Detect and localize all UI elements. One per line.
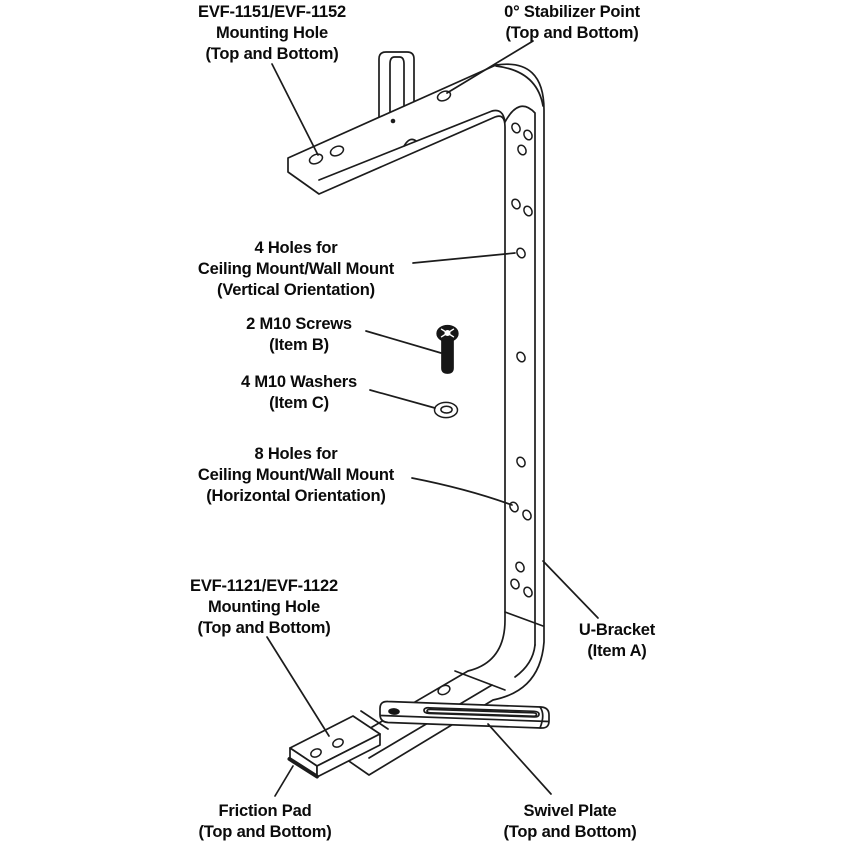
label-line: (Item B): [269, 336, 329, 354]
label-line: (Top and Bottom): [503, 823, 637, 841]
leader-holes-horizontal: [411, 477, 513, 506]
label-line: 4 M10 Washers: [240, 373, 358, 391]
label-u-bracket: U-Bracket (Item A): [579, 620, 655, 662]
label-line: Friction Pad: [218, 802, 312, 820]
leader-washers: [369, 389, 436, 409]
leader-holes-vertical: [412, 252, 516, 264]
washer-icon: [433, 401, 459, 419]
label-line: U-Bracket: [578, 621, 656, 639]
label-line: Swivel Plate: [523, 802, 617, 820]
label-line: (Top and Bottom): [205, 45, 339, 63]
label-m10-screws: 2 M10 Screws (Item B): [246, 314, 352, 356]
label-friction-pad: Friction Pad (Top and Bottom): [198, 801, 331, 841]
label-line: EVF-1151/EVF-1152: [198, 3, 346, 21]
label-line: (Top and Bottom): [197, 619, 331, 637]
leader-evf1151: [271, 63, 319, 156]
label-line: (Vertical Orientation): [217, 281, 375, 299]
label-line: 0° Stabilizer Point: [504, 3, 640, 21]
label-line: (Top and Bottom): [198, 823, 332, 841]
leader-stabilizer: [446, 40, 534, 94]
swivel-pivot-hole: [388, 708, 400, 715]
swivel-plate: [379, 700, 550, 729]
label-line: (Top and Bottom): [505, 24, 639, 42]
leader-lines: [266, 40, 599, 797]
label-line: Mounting Hole: [216, 24, 328, 42]
label-line: Ceiling Mount/Wall Mount: [197, 466, 395, 484]
label-evf-1121-1122-mounting-hole: EVF-1121/EVF-1122 Mounting Hole (Top and…: [190, 576, 338, 639]
screw-icon: [436, 324, 459, 374]
label-line: 8 Holes for: [254, 445, 338, 463]
label-8-holes-horizontal: 8 Holes for Ceiling Mount/Wall Mount (Ho…: [198, 444, 394, 507]
label-line: Mounting Hole: [208, 598, 320, 616]
label-line: (Item C): [269, 394, 329, 412]
label-line: (Item A): [587, 642, 647, 660]
vertical-bar-holes: [509, 122, 533, 598]
leader-evf1121: [266, 636, 330, 737]
label-evf-1151-1152-mounting-hole: EVF-1151/EVF-1152 Mounting Hole (Top and…: [198, 2, 346, 65]
u-bracket-body: [287, 63, 545, 776]
bottom-arm-hole: [437, 684, 451, 696]
label-4-holes-vertical: 4 Holes for Ceiling Mount/Wall Mount (Ve…: [198, 238, 394, 301]
leader-friction: [274, 765, 294, 797]
label-line: 2 M10 Screws: [246, 315, 352, 333]
leader-ubracket: [542, 560, 599, 619]
label-line: Ceiling Mount/Wall Mount: [197, 260, 395, 278]
label-line: (Horizontal Orientation): [206, 487, 386, 505]
label-stabilizer-point: 0° Stabilizer Point (Top and Bottom): [504, 2, 640, 44]
leader-screws: [365, 330, 442, 354]
label-m10-washers: 4 M10 Washers (Item C): [241, 372, 357, 414]
top-arm-holes: [308, 90, 452, 165]
label-line: 4 Holes for: [254, 239, 338, 257]
label-swivel-plate: Swivel Plate (Top and Bottom): [503, 801, 636, 841]
friction-pad: [287, 715, 381, 779]
leader-swivel: [487, 723, 552, 795]
label-line: EVF-1121/EVF-1122: [190, 577, 338, 595]
